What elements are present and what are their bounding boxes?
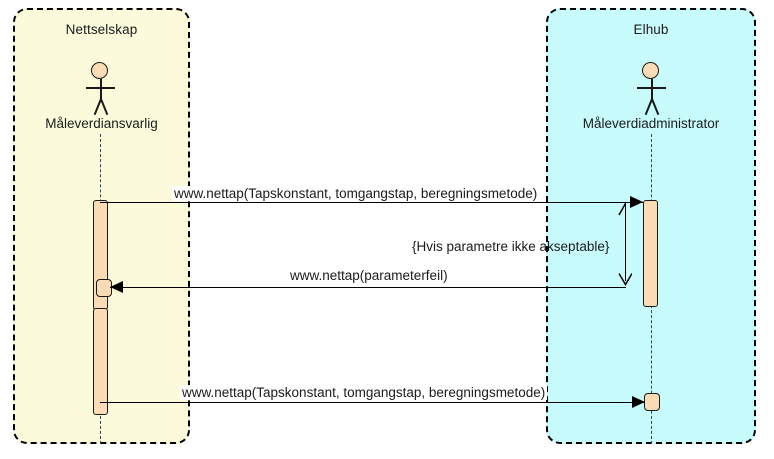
message-line-2[interactable] bbox=[110, 287, 626, 288]
actor-head-icon bbox=[91, 62, 108, 79]
activation-box-elhub-second bbox=[644, 393, 660, 411]
actor-head-icon bbox=[642, 62, 659, 79]
message-label-1: www.nettap(Tapskonstant, tomgangstap, be… bbox=[172, 186, 540, 201]
message-arrowhead-2 bbox=[110, 281, 123, 293]
actor-maleverdiadministrator[interactable] bbox=[629, 62, 675, 116]
message-arrowhead-3 bbox=[632, 396, 645, 408]
actor-maleverdiansvarlig[interactable] bbox=[78, 62, 124, 116]
activation-bar-nettselskap-lower bbox=[93, 308, 108, 415]
open-arrowhead-down-icon bbox=[618, 273, 632, 286]
message-line-3[interactable] bbox=[100, 402, 645, 403]
guard-vertical-line bbox=[625, 203, 626, 281]
open-arrowhead-up-icon bbox=[618, 203, 627, 216]
actor-leg-right-icon bbox=[651, 98, 660, 116]
actor-leg-right-icon bbox=[100, 98, 109, 116]
actor-body-icon bbox=[100, 79, 102, 100]
actor-arms-icon bbox=[86, 87, 115, 89]
message-arrowhead-1 bbox=[630, 196, 643, 208]
partition-title-elhub: Elhub bbox=[633, 22, 669, 37]
actor-label-maleverdiansvarlig: Måleverdiansvarlig bbox=[45, 116, 158, 131]
message-label-3: www.nettap(Tapskonstant, tomgangstap, be… bbox=[180, 385, 548, 400]
actor-label-maleverdiadministrator: Måleverdiadministrator bbox=[582, 116, 720, 131]
partition-title-nettselskap: Nettselskap bbox=[65, 22, 138, 37]
message-line-1[interactable] bbox=[100, 202, 643, 203]
message-label-2: www.nettap(parameterfeil) bbox=[288, 268, 450, 283]
activation-bar-elhub-main bbox=[643, 200, 658, 307]
actor-body-icon bbox=[651, 79, 653, 100]
guard-condition-label: {Hvis parametre ikke akseptable} bbox=[412, 239, 610, 254]
actor-arms-icon bbox=[637, 87, 666, 89]
